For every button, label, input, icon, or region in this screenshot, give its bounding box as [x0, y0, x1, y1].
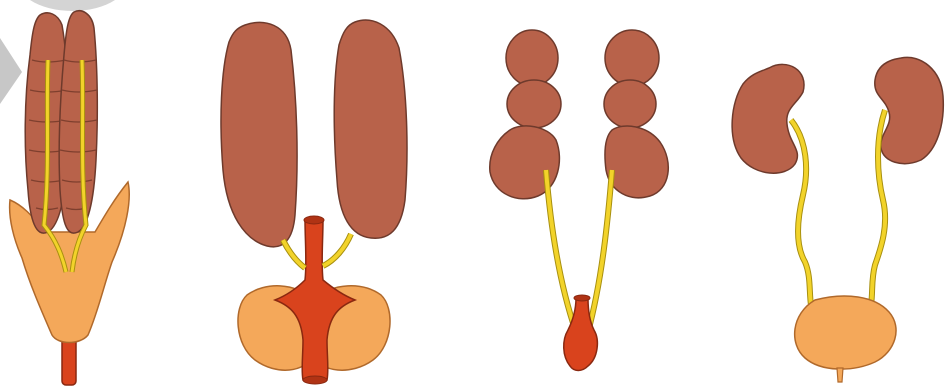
ureter-left [546, 170, 576, 332]
urinary-system-drawing-2 [205, 0, 420, 387]
kidney-right [334, 20, 407, 238]
urinary-system-panel-3 [480, 0, 690, 387]
urinary-system-drawing-4 [725, 0, 950, 387]
kidney-left [490, 30, 561, 199]
urethra [837, 368, 843, 382]
bladder [795, 296, 896, 369]
urinary-system-panel-4 [725, 0, 950, 387]
bladder [574, 295, 590, 301]
kidney-right [59, 11, 97, 233]
urinary-system-panel-1 [0, 0, 200, 387]
urinary-system-panel-2 [205, 0, 420, 387]
kidney-left [221, 22, 297, 246]
urinary-system-drawing-3 [480, 0, 690, 387]
urinary-system-drawing-1 [0, 0, 200, 387]
